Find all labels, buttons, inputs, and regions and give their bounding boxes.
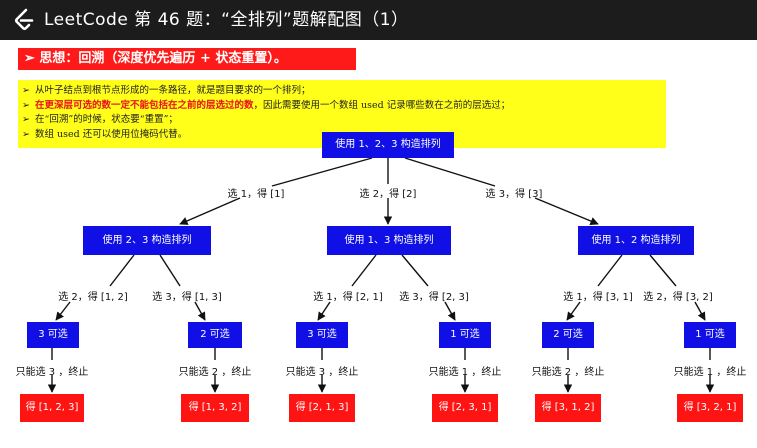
idea-banner: ➢ 思想：回溯（深度优先遍历 + 状态重置）。: [18, 48, 356, 70]
edge-label: 只能选 3 ，终止: [285, 367, 359, 378]
edge-label: 只能选 1 ，终止: [428, 367, 502, 378]
level2-node: 2 可选: [188, 322, 242, 348]
note-item: ➢ 数组 used 还可以使用位掩码代替。: [18, 128, 666, 143]
bullet-arrow-icon: ➢: [22, 128, 30, 140]
edge-label: 选 3，得 [1, 3]: [152, 292, 222, 303]
edge-label: 选 1，得 [3, 1]: [563, 292, 633, 303]
level2-node: 3 可选: [27, 322, 79, 348]
level2-node: 1 可选: [684, 322, 736, 348]
edge-label: 只能选 3 ，终止: [15, 367, 89, 378]
note-item: ➢ 在更深层可选的数一定不能包括在之前的层选过的数，因此需要使用一个数组 used…: [18, 99, 666, 114]
note-item: ➢ 从叶子结点到根节点形成的一条路径，就是题目要求的一个排列；: [18, 84, 666, 99]
note-text: 数组 used 还可以使用位掩码代替。: [35, 128, 188, 140]
leaf-result: 得 [2, 3, 1]: [432, 394, 498, 422]
leaf-result: 得 [3, 1, 2]: [535, 394, 601, 422]
edge-label: 选 3，得 [2, 3]: [399, 292, 469, 303]
level2-node: 2 可选: [542, 322, 594, 348]
note-text: 在“回溯”的时候，状态要“重置”；: [35, 114, 178, 125]
edge-label: 选 3，得 [3]: [485, 189, 543, 200]
bullet-arrow-icon: ➢: [22, 114, 30, 125]
edge-label: 只能选 1 ，终止: [673, 367, 747, 378]
leaf-result: 得 [1, 2, 3]: [20, 394, 84, 422]
edge-root-1-arrow: [179, 197, 241, 225]
edge-label: 只能选 2 ，终止: [531, 367, 605, 378]
level1-node: 使用 2、3 构造排列: [83, 226, 211, 255]
page-title: LeetCode 第 46 题：“全排列”题解配图（1）: [44, 10, 409, 30]
level1-node: 使用 1、3 构造排列: [327, 226, 451, 255]
edge-root-1: [271, 157, 373, 187]
level2-node: 1 可选: [439, 322, 491, 348]
bullet-arrow-icon: ➢: [22, 85, 30, 96]
edge-label: 选 2，得 [1, 2]: [58, 292, 128, 303]
bullet-arrow-icon: ➢: [22, 99, 30, 111]
note-text: 从叶子结点到根节点形成的一条路径，就是题目要求的一个排列；: [35, 85, 311, 96]
edge-root-3: [404, 157, 496, 187]
note-item: ➢ 在“回溯”的时候，状态要“重置”；: [18, 113, 666, 128]
note-text: ，因此需要使用一个数组 used 记录哪些数在之前的层选过；: [253, 99, 511, 111]
leaf-result: 得 [2, 1, 3]: [289, 394, 355, 422]
edge-label: 选 2，得 [3, 2]: [643, 292, 713, 303]
edge-label: 只能选 2 ，终止: [178, 367, 252, 378]
title-bar: [0, 0, 757, 40]
edge-root-3-arrow: [534, 197, 599, 225]
leetcode-logo-icon: [14, 8, 34, 31]
note-text-highlight: 在更深层可选的数一定不能包括在之前的层选过的数: [35, 99, 254, 111]
leaf-result: 得 [1, 3, 2]: [181, 394, 249, 422]
edge-label: 选 1，得 [2, 1]: [313, 292, 383, 303]
leaf-result: 得 [3, 2, 1]: [677, 394, 743, 422]
level1-node: 使用 1、2 构造排列: [578, 226, 694, 255]
level2-node: 3 可选: [296, 322, 348, 348]
edge-label: 选 2，得 [2]: [359, 189, 417, 200]
edge-label: 选 1，得 [1]: [227, 189, 285, 200]
root-node: 使用 1、2、3 构造排列: [322, 132, 454, 158]
